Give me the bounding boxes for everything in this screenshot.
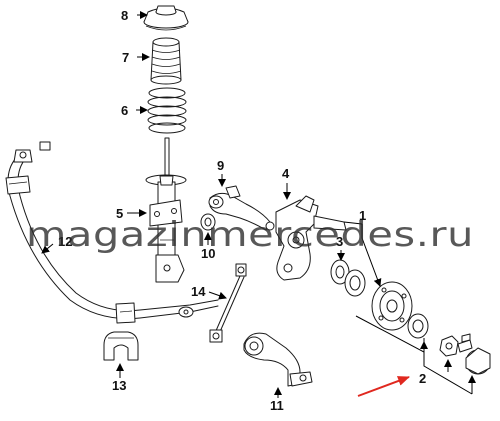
wheel-hub — [371, 281, 429, 339]
red-pointer-arrow — [357, 376, 410, 397]
callout-11: 11 — [270, 398, 284, 413]
wheel-bearing — [330, 259, 366, 297]
strut-assembly — [145, 137, 187, 283]
callout-6: 6 — [121, 103, 128, 118]
leader-12 — [41, 243, 54, 254]
callout-14: 14 — [191, 284, 206, 299]
callout-4: 4 — [282, 166, 290, 181]
callout-9: 9 — [217, 158, 224, 173]
callout-13: 13 — [112, 378, 126, 393]
leader-14 — [208, 291, 227, 300]
upper-control-arm — [208, 185, 275, 231]
strut-mount — [143, 5, 189, 31]
leader-lines — [41, 11, 476, 398]
callout-7: 7 — [122, 50, 129, 65]
leader-1 — [361, 224, 382, 287]
callout-3: 3 — [336, 234, 343, 249]
callout-8: 8 — [121, 8, 128, 23]
upper-arm-bushing — [200, 213, 216, 231]
steering-knuckle — [275, 195, 347, 281]
coil-spring — [147, 87, 187, 134]
callout-labels: 8 7 6 5 9 10 4 1 3 12 14 13 11 2 — [58, 8, 426, 413]
leader-1-branch — [343, 221, 363, 225]
callout-1: 1 — [359, 208, 366, 223]
bump-stop — [150, 37, 182, 85]
callout-5: 5 — [116, 206, 123, 221]
hub-hardware — [439, 333, 491, 375]
callout-2: 2 — [419, 371, 426, 386]
stabilizer-bushing — [103, 331, 139, 361]
callout-10: 10 — [201, 246, 215, 261]
stabilizer-link — [209, 263, 247, 343]
callout-12: 12 — [58, 234, 72, 249]
lower-control-arm — [243, 332, 313, 387]
watermark: magazinmercedes.ru — [26, 215, 474, 255]
stabilizer-bar — [5, 141, 219, 324]
